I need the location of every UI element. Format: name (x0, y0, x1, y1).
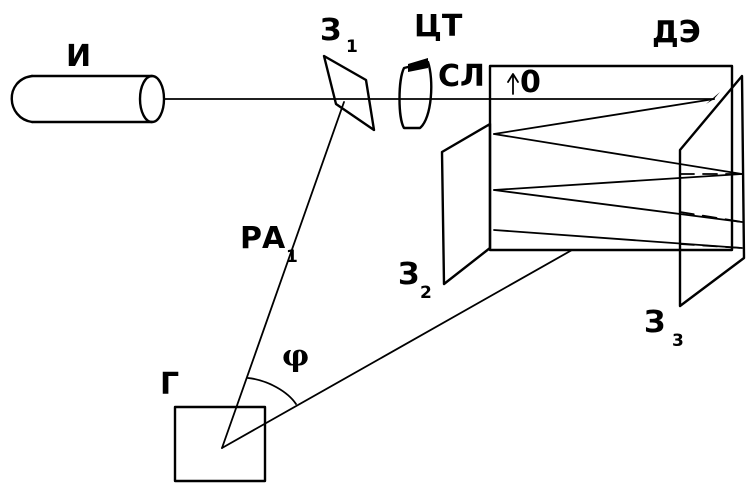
label-collimator: СЛ (438, 59, 485, 94)
source-cylinder (10, 74, 166, 124)
cylindrical-lens (398, 58, 433, 130)
label-ray-sub: 1 (286, 247, 298, 267)
label-ray: РА (240, 221, 286, 256)
label-element: ДЭ (652, 15, 701, 50)
zero-arrow (507, 73, 519, 95)
label-generator: Г (160, 367, 179, 402)
generator-box (173, 405, 267, 483)
label-angle: φ (282, 339, 309, 374)
label-mirror-2-sub: 2 (420, 283, 432, 303)
label-zero: 0 (520, 65, 541, 100)
mirror-3 (678, 74, 746, 308)
ray-pa1 (221, 101, 345, 449)
ray-return (221, 249, 573, 449)
label-source: И (66, 39, 91, 74)
label-cylinder-lens: ЦТ (414, 9, 463, 44)
label-mirror-1-sub: 1 (346, 37, 358, 57)
label-mirror-3: З (644, 305, 665, 340)
beam-zigzag (493, 92, 743, 249)
label-mirror-3-sub: 3 (672, 331, 684, 351)
label-mirror-2: З (398, 257, 419, 292)
mirror-2 (440, 122, 492, 286)
angle-arc (247, 377, 297, 405)
mirror-1 (322, 54, 376, 132)
label-mirror-1: З (320, 13, 341, 48)
